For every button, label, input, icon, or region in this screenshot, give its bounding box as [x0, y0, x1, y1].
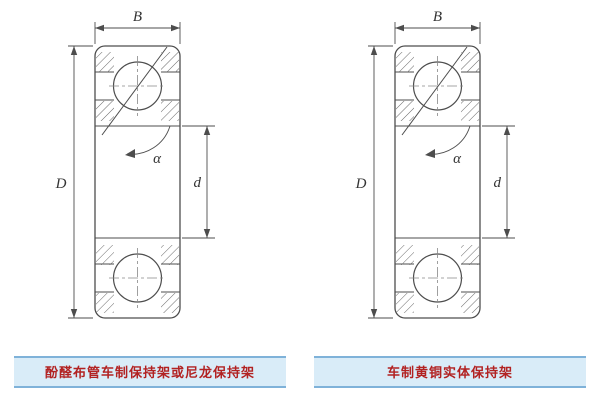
- dimension-B: B: [394, 9, 481, 44]
- contact-angle-annotation: α: [401, 46, 471, 167]
- dim-label-d: d: [194, 175, 202, 191]
- caption-text-left: 酚醛布管车制保持架或尼龙保持架: [44, 365, 255, 380]
- caption-bar-right: 车制黄铜实体保持架: [314, 356, 586, 388]
- contact-angle-label: α: [153, 151, 162, 167]
- dim-label-D: D: [55, 176, 67, 192]
- figure-left: α B D: [14, 9, 286, 388]
- contact-angle-label: α: [453, 151, 462, 167]
- dim-label-B: B: [433, 9, 442, 25]
- bearing-diagram-left: α B D: [55, 9, 215, 319]
- dimension-d: d: [482, 125, 515, 239]
- dimension-D: D: [355, 45, 393, 319]
- dim-label-B: B: [133, 9, 142, 25]
- dimension-d: d: [182, 125, 215, 239]
- bearing-diagram-right: α B D: [355, 9, 515, 319]
- bearing-body: [94, 45, 181, 319]
- dimension-D: D: [55, 45, 93, 319]
- dim-label-D: D: [355, 176, 367, 192]
- dimension-B: B: [94, 9, 181, 44]
- figure-right: α B D: [300, 0, 600, 400]
- contact-angle-annotation: α: [101, 46, 171, 167]
- dim-label-d: d: [494, 175, 502, 191]
- bearing-body: [394, 45, 481, 319]
- caption-bar-left: 酚醛布管车制保持架或尼龙保持架: [14, 356, 286, 388]
- caption-text-right: 车制黄铜实体保持架: [386, 365, 513, 380]
